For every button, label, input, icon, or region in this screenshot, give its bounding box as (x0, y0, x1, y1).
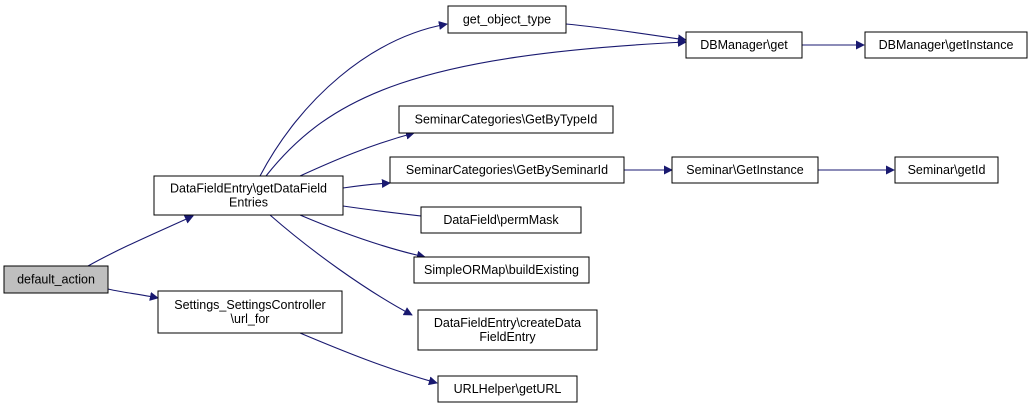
edge-getDataFieldEntries-to-sc_getByTypeId (299, 130, 415, 177)
edge-path (342, 178, 391, 189)
node-urlhelper_getURL[interactable]: URLHelper\getURL (437, 375, 578, 403)
node-box (894, 156, 999, 184)
node-label: URLHelper\getURL (454, 382, 562, 396)
edges-layer (87, 21, 895, 386)
edge-path (342, 205, 431, 221)
edge-path (259, 21, 448, 177)
node-label: \url_for (231, 312, 270, 326)
node-box (864, 31, 1028, 59)
node-box (417, 309, 598, 351)
node-sc_getBySeminarId[interactable]: SeminarCategories\GetBySeminarId (389, 156, 625, 184)
edge-path (299, 332, 438, 386)
node-get_object_type[interactable]: get_object_type (447, 5, 567, 34)
node-label: Settings_SettingsController (174, 298, 325, 312)
node-label: DataField\permMask (443, 213, 559, 227)
node-label: Entries (229, 196, 268, 210)
node-label: Seminar\GetInstance (686, 163, 803, 177)
node-sc_getByTypeId[interactable]: SeminarCategories\GetByTypeId (398, 105, 614, 134)
node-label: SeminarCategories\GetByTypeId (415, 113, 598, 127)
node-box (685, 31, 803, 59)
node-box (447, 5, 567, 34)
node-box (437, 375, 578, 403)
node-label: DataFieldEntry\createData (434, 316, 581, 330)
node-box (671, 156, 819, 184)
edge-getDataFieldEntries-to-get_object_type (259, 21, 448, 177)
edge-path (565, 23, 687, 44)
node-label: Seminar\getId (908, 163, 986, 177)
edge-path (107, 288, 159, 301)
node-label: FieldEntry (479, 330, 536, 344)
node-df_permMask[interactable]: DataField\permMask (420, 206, 582, 234)
edge-default_action-to-getDataFieldEntries (87, 215, 194, 267)
edge-getDataFieldEntries-to-sc_getBySeminarId (342, 178, 391, 189)
node-label: DataFieldEntry\getDataField (170, 182, 327, 196)
edge-path (299, 130, 415, 177)
node-box (420, 206, 582, 234)
node-label: get_object_type (463, 13, 551, 27)
edge-path (269, 214, 413, 316)
edge-get_object_type-to-dbm_get (565, 23, 687, 44)
node-sorm_buildExisting[interactable]: SimpleORMap\buildExisting (413, 256, 590, 284)
edge-default_action-to-url_for (107, 288, 159, 301)
nodes-layer: default_action DataFieldEntry\getDataFiel… (3, 5, 1028, 403)
edge-getDataFieldEntries-to-dbm_get (265, 37, 687, 177)
node-url_for[interactable]: Settings_SettingsController\url_for (157, 290, 343, 334)
node-label: DBManager\getInstance (879, 38, 1014, 52)
node-box (389, 156, 625, 184)
node-label: SimpleORMap\buildExisting (424, 263, 579, 277)
node-box (153, 175, 344, 216)
node-box (398, 105, 614, 134)
node-box (157, 290, 343, 334)
node-box (3, 265, 109, 294)
edge-url_for-to-urlhelper_getURL (299, 332, 438, 386)
node-seminar_getId[interactable]: Seminar\getId (894, 156, 999, 184)
edge-getDataFieldEntries-to-df_permMask (342, 205, 431, 221)
node-label: SeminarCategories\GetBySeminarId (406, 163, 608, 177)
edge-getDataFieldEntries-to-dfe_create (269, 214, 413, 316)
node-label: DBManager\get (700, 38, 788, 52)
edge-path (87, 215, 194, 267)
node-seminar_getInstance[interactable]: Seminar\GetInstance (671, 156, 819, 184)
edge-getDataFieldEntries-to-sorm_buildExisting (299, 214, 426, 260)
edge-path (265, 37, 687, 177)
node-box (413, 256, 590, 284)
node-default_action[interactable]: default_action (3, 265, 109, 294)
node-dbm_get[interactable]: DBManager\get (685, 31, 803, 59)
node-dbm_getInstance[interactable]: DBManager\getInstance (864, 31, 1028, 59)
edge-path (299, 214, 426, 260)
node-label: default_action (17, 273, 95, 287)
